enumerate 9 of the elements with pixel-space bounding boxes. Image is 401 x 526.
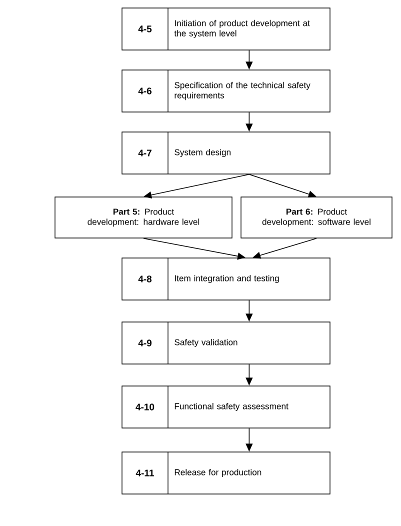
process-box: Part 6: Product development: software level — [240, 196, 392, 238]
process-box: 4-5 Initiation of product development at the system level — [122, 8, 330, 50]
process-box: Part 5: Product development: hardware level — [54, 196, 232, 238]
process-box: 4-8 Item integration and testing — [122, 258, 330, 300]
process-box: 4-11 Release for production — [122, 452, 330, 494]
process-box: 4-6 Specification of the technical safety requirements — [122, 70, 330, 112]
process-box: 4-7 System design — [122, 132, 330, 174]
process-box: 4-9 Safety validation — [122, 322, 330, 364]
process-box: 4-10 Functional safety assessment — [122, 386, 330, 428]
